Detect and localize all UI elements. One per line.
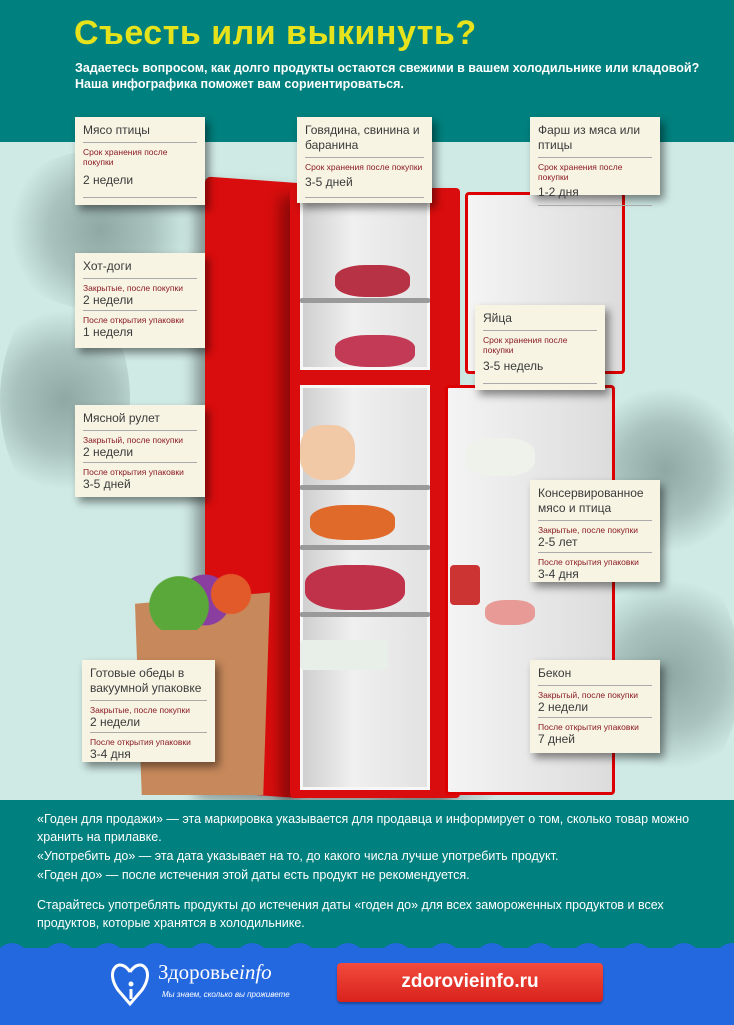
storage-condition-label: Срок хранения после покупки	[83, 147, 168, 167]
card-title: Консервированное мясо и птица	[538, 486, 652, 521]
eggs-image	[465, 438, 535, 476]
vegetables-image	[140, 570, 270, 630]
storage-condition-label: Закрытые, после покупки	[538, 525, 638, 535]
card-hot-dogs: Хот-доги Закрытые, после покупки 2 недел…	[75, 253, 205, 348]
chicken-image	[300, 425, 355, 480]
card-title: Яйца	[483, 311, 597, 331]
storage-condition-label: После открытия упаковки	[538, 557, 639, 567]
hotdog-image	[310, 505, 395, 540]
card-title: Мясо птицы	[83, 123, 197, 143]
storage-duration-value: 2 недели	[538, 700, 652, 718]
card-title: Готовые обеды в вакуумной упаковке	[90, 666, 207, 701]
wave-divider	[0, 943, 734, 954]
storage-duration-value: 1-2 дня	[538, 182, 652, 206]
storage-duration-value: 3-5 недель	[483, 355, 597, 384]
subtitle: Задаетесь вопросом, как долго продукты о…	[75, 61, 700, 91]
card-poultry: Мясо птицы Срок хранения после покупки 2…	[75, 117, 205, 205]
meatloaf-image	[305, 565, 405, 610]
storage-condition-label: Срок хранения после покупки	[483, 335, 568, 355]
storage-duration-value: 3-4 дня	[90, 747, 131, 761]
card-eggs: Яйца Срок хранения после покупки 3-5 нед…	[475, 305, 605, 390]
card-title: Мясной рулет	[83, 411, 197, 431]
card-title: Говядина, свинина и баранина	[305, 123, 424, 158]
footer-notes: «Годен для продажи» — эта маркировка ука…	[0, 800, 734, 950]
storage-condition-label: Закрытые, после покупки	[83, 283, 183, 293]
site-link-button[interactable]: zdorovieinfo.ru	[337, 963, 603, 1002]
storage-condition-label: Закрытый, после покупки	[538, 690, 638, 700]
card-canned-meat: Консервированное мясо и птица Закрытые, …	[530, 480, 660, 582]
note-advice: Старайтесь употреблять продукты до истеч…	[37, 898, 664, 930]
brand-tagline: Мы знаем, сколько вы проживете	[162, 990, 290, 999]
meal-tray-image	[300, 640, 388, 670]
note-sell-by: «Годен для продажи» — эта маркировка ука…	[37, 812, 690, 844]
card-ground-meat: Фарш из мяса или птицы Срок хранения пос…	[530, 117, 660, 206]
storage-duration-value: 7 дней	[538, 732, 576, 746]
bacon-image	[485, 600, 535, 625]
storage-duration-value: 2 недели	[83, 167, 197, 198]
storage-condition-label: После открытия упаковки	[83, 315, 184, 325]
card-meatloaf: Мясной рулет Закрытый, после покупки 2 н…	[75, 405, 205, 497]
brand-name: Здоровьеinfo	[158, 960, 272, 984]
steak-image	[335, 265, 410, 297]
storage-condition-label: После открытия упаковки	[90, 737, 191, 747]
note-best-before: «Употребить до» — эта дата указывает на …	[37, 849, 559, 863]
storage-duration-value: 2 недели	[83, 293, 197, 311]
storage-condition-label: Закрытый, после покупки	[83, 435, 183, 445]
card-title: Бекон	[538, 666, 652, 686]
card-bacon: Бекон Закрытый, после покупки 2 недели П…	[530, 660, 660, 753]
storage-condition-label: Закрытые, после покупки	[90, 705, 190, 715]
storage-condition-label: Срок хранения после покупки	[538, 162, 623, 182]
storage-duration-value: 3-5 дней	[305, 172, 424, 198]
storage-duration-value: 3-4 дня	[538, 567, 579, 581]
storage-condition-label: После открытия упаковки	[538, 722, 639, 732]
storage-duration-value: 3-5 дней	[83, 477, 131, 491]
storage-duration-value: 2-5 лет	[538, 535, 652, 553]
card-ready-meals: Готовые обеды в вакуумной упаковке Закры…	[82, 660, 215, 762]
steak-image	[335, 335, 415, 367]
storage-condition-label: Срок хранения после покупки	[305, 162, 423, 172]
storage-duration-value: 2 недели	[90, 715, 207, 733]
heart-logo-icon	[111, 963, 149, 1007]
card-beef-pork-lamb: Говядина, свинина и баранина Срок хранен…	[297, 117, 432, 203]
note-use-by: «Годен до» — после истечения этой даты е…	[37, 868, 470, 882]
can-image	[450, 565, 480, 605]
card-title: Хот-доги	[83, 259, 197, 279]
storage-condition-label: После открытия упаковки	[83, 467, 184, 477]
card-title: Фарш из мяса или птицы	[538, 123, 652, 158]
page-title: Съесть или выкинуть?	[74, 14, 477, 52]
storage-duration-value: 2 недели	[83, 445, 197, 463]
storage-duration-value: 1 неделя	[83, 325, 133, 339]
